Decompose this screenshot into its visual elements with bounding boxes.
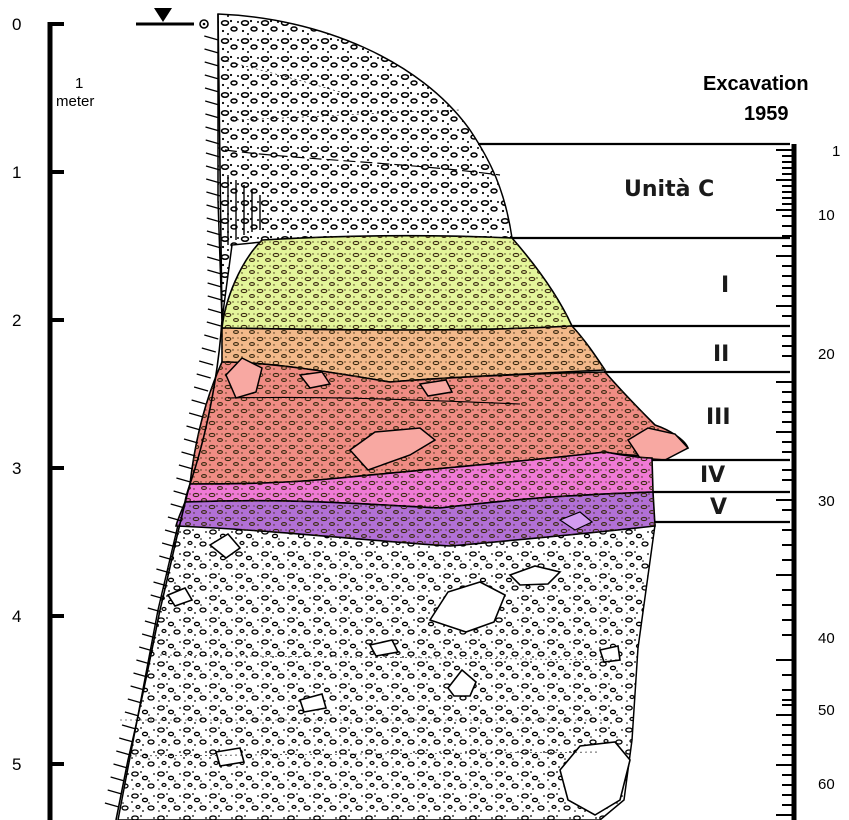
excavation-scale-label: 30 [818, 493, 835, 510]
meter-tick-label: 1 [12, 163, 21, 182]
meter-tick-label: 2 [12, 311, 21, 330]
meter-tick-label: 4 [12, 607, 21, 626]
meter-tick-label: 0 [12, 15, 21, 34]
meter-scale: 0 1 2 3 4 5 1 meter [12, 15, 94, 820]
excavation-ticks [776, 150, 794, 815]
meter-unit-word: meter [56, 93, 94, 110]
unit-i-label: I [721, 273, 729, 298]
unit-c-label: Unità C [624, 177, 714, 202]
water-level-icon [136, 8, 194, 24]
meter-tick-label: 3 [12, 459, 21, 478]
meter-tick-label: 5 [12, 755, 21, 774]
unit-i-texture [222, 236, 572, 330]
excavation-scale-label: 50 [818, 702, 835, 719]
unit-iii-label: III [706, 405, 731, 430]
unit-v-label: V [710, 495, 727, 520]
excavation-scale: Excavation 1959 1 10 20 30 40 50 60 [703, 73, 840, 820]
excavation-scale-label: 20 [818, 346, 835, 363]
excavation-scale-label: 40 [818, 630, 835, 647]
meter-unit-number: 1 [75, 75, 83, 92]
excavation-scale-label: 60 [818, 776, 835, 793]
datum-point-icon [200, 20, 208, 28]
excavation-title: Excavation [703, 73, 809, 95]
excavation-scale-label: 1 [832, 143, 840, 160]
excavation-year: 1959 [744, 103, 789, 125]
unit-ii-label: II [713, 342, 729, 367]
excavation-scale-label: 10 [818, 207, 835, 224]
unit-iv-label: IV [700, 463, 725, 488]
